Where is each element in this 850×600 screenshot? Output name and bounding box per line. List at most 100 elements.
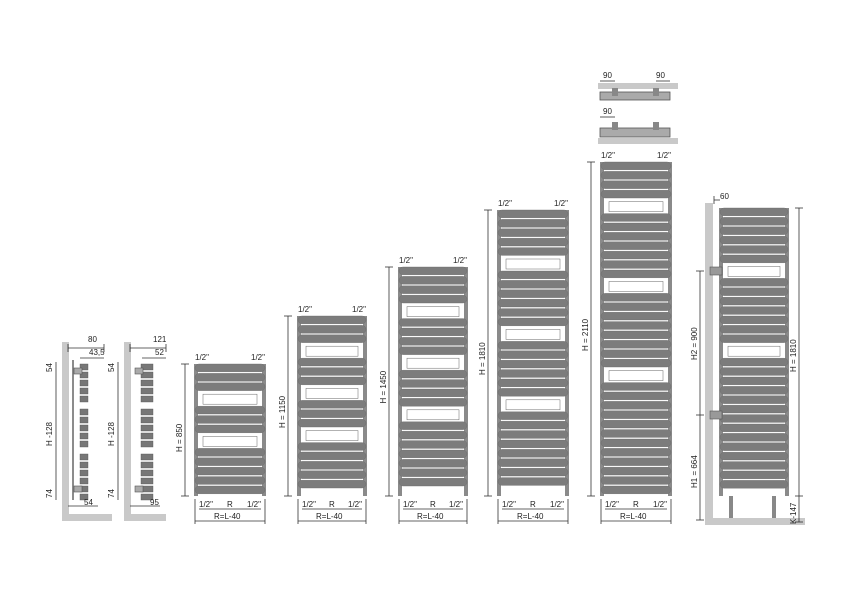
collector-bar: [599, 91, 671, 101]
side-fin: [140, 387, 154, 395]
heating-tube: [297, 419, 367, 428]
side2-top-offset: 54: [107, 363, 116, 372]
wall-section: [62, 342, 69, 520]
support-leg-right: [772, 496, 776, 518]
height-label: H = 1450: [379, 370, 388, 403]
side-collector: [668, 162, 672, 496]
heating-tube: [398, 459, 468, 468]
heating-tube: [497, 430, 569, 439]
heating-tube: [194, 424, 266, 434]
towel-gap: [406, 357, 460, 369]
towel-gap: [406, 306, 460, 317]
heating-tube: [600, 213, 672, 222]
heating-tube: [398, 421, 468, 430]
width-label: R=L-40: [214, 512, 241, 521]
heating-tube: [719, 367, 789, 376]
heating-tube: [719, 278, 789, 287]
valve-right: [653, 122, 659, 130]
wall-section: [598, 138, 678, 144]
heating-tube: [719, 306, 789, 315]
towel-gap: [608, 370, 664, 381]
towel-gap: [406, 409, 460, 421]
heating-tube: [398, 337, 468, 346]
heating-tube: [398, 398, 468, 407]
side-fin: [79, 477, 89, 485]
heating-tube: [719, 287, 789, 296]
heating-tube: [497, 219, 569, 228]
heating-tube: [600, 429, 672, 438]
heating-tube: [719, 414, 789, 423]
heating-tube: [600, 485, 672, 495]
heating-tube: [600, 457, 672, 466]
heating-tube: [194, 448, 266, 457]
collector-bar: [599, 127, 671, 138]
towel-gap: [305, 388, 359, 399]
h1-label: H1 = 664: [690, 455, 699, 488]
heating-tube: [497, 369, 569, 378]
pipe-size-top-right: 1/2": [453, 256, 467, 265]
valve-upper: [709, 266, 723, 276]
heating-tube: [719, 405, 789, 414]
towel-gap: [727, 345, 781, 357]
heating-tube: [194, 485, 266, 495]
top-view-2: 90: [598, 107, 678, 144]
valve-right: [653, 88, 659, 96]
heating-tube: [600, 312, 672, 321]
pipe-size-top-right: 1/2": [554, 199, 568, 208]
heating-tube: [497, 449, 569, 458]
towel-gap: [202, 393, 258, 405]
side-fin: [79, 432, 89, 440]
heating-tube: [297, 334, 367, 343]
side-fin: [140, 395, 154, 403]
installation-view: 60 H2 = 900 H1 = 664 H = 1810 K-147: [690, 192, 805, 525]
wall-section: [124, 342, 131, 520]
side-fin: [79, 461, 89, 469]
pipe-size-bottom-left: 1/2": [605, 500, 619, 509]
valve-left: [612, 122, 618, 130]
heating-tube: [719, 315, 789, 325]
side1-bottom-offset: 74: [45, 489, 54, 498]
side1-total-depth: 80: [88, 335, 97, 344]
heating-tube: [398, 388, 468, 398]
towel-gap: [608, 201, 664, 212]
side-fin: [140, 363, 154, 371]
heating-tube: [297, 451, 367, 461]
floor-section: [705, 518, 805, 525]
heating-tube: [398, 276, 468, 285]
heating-tube: [398, 285, 468, 294]
pipe-size-bottom-left: 1/2": [302, 500, 316, 509]
floor-section: [124, 514, 166, 521]
side-fin: [79, 424, 89, 432]
heating-tube: [600, 269, 672, 279]
heating-tube: [600, 222, 672, 232]
heating-tube: [600, 359, 672, 368]
heating-tube: [600, 189, 672, 199]
heating-tube: [600, 161, 672, 171]
pipe-size-bottom-left: 1/2": [403, 500, 417, 509]
heating-tube: [600, 260, 672, 269]
heating-tube: [600, 401, 672, 410]
top1-right-offset: 90: [656, 71, 665, 80]
heating-tube: [719, 433, 789, 442]
heating-tube: [497, 341, 569, 350]
heating-tube: [398, 379, 468, 388]
heating-tube: [398, 468, 468, 477]
side-fin: [140, 440, 154, 448]
heating-tube: [719, 226, 789, 235]
heating-tube: [719, 452, 789, 461]
axis-distance-marker: R: [633, 500, 639, 509]
heating-tube: [497, 317, 569, 327]
heating-tube: [719, 254, 789, 264]
heating-tube: [398, 318, 468, 327]
heating-tube: [497, 421, 569, 430]
heating-tube: [719, 325, 789, 334]
heating-tube: [398, 478, 468, 487]
heating-tube: [600, 250, 672, 260]
pipe-size-top-left: 1/2": [399, 256, 413, 265]
side-fin: [79, 493, 89, 501]
heating-tube: [497, 458, 569, 467]
heating-tube: [600, 349, 672, 358]
